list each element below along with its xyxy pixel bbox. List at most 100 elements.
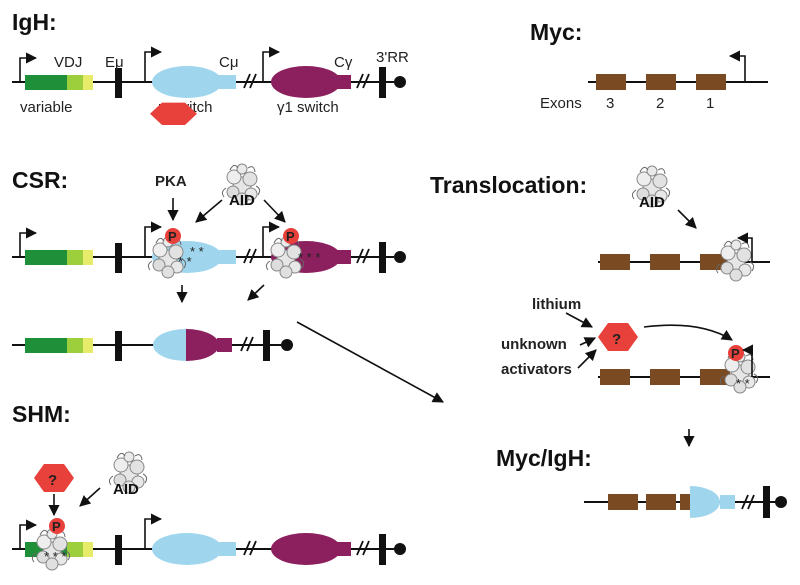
unknown-factor-hexagon xyxy=(598,323,638,351)
break-mark xyxy=(249,540,257,556)
3rr-bar xyxy=(379,242,386,273)
promoter-arrow-icon xyxy=(262,46,281,82)
telomere-dot xyxy=(394,251,406,263)
break-mark xyxy=(356,540,364,556)
myc-igh-title: Myc/IgH: xyxy=(496,445,592,471)
promoter-arrow-icon xyxy=(144,46,163,82)
cmu-exon xyxy=(720,495,735,509)
3rr-bar xyxy=(379,534,386,565)
3rr-bar xyxy=(379,67,386,98)
promoter-arrow-icon xyxy=(19,52,38,82)
exon-3-label: 3 xyxy=(606,95,614,112)
variable-segment-mid xyxy=(67,75,83,90)
lithium-arrow xyxy=(565,312,593,328)
break-mark xyxy=(240,336,248,352)
myc-promoter-arrow-icon xyxy=(736,232,753,262)
csr-arrow-diagonal xyxy=(247,284,265,301)
hybrid-switch-g1 xyxy=(186,329,219,361)
shm-panel: ? AID P * * * xyxy=(12,451,406,571)
variable-segment-dark xyxy=(25,338,67,353)
phospho-label: P xyxy=(286,229,295,244)
variable-segment-light xyxy=(83,75,93,90)
translocation-title: Translocation: xyxy=(430,172,587,198)
variable-segment-light xyxy=(83,250,93,265)
variable-segment-dark xyxy=(25,250,67,265)
variable-segment-light xyxy=(83,338,93,353)
promoter-arrow-icon xyxy=(19,227,38,257)
emu-label: Eμ xyxy=(105,54,124,71)
emu-enhancer-bar xyxy=(115,243,122,273)
myc-exon xyxy=(700,369,730,385)
telomere-dot xyxy=(394,543,406,555)
promoter-arrow-icon xyxy=(262,221,281,257)
break-mark xyxy=(362,73,370,89)
aid-label: AID xyxy=(639,194,665,211)
unknown-factor-hexagon xyxy=(34,464,74,492)
3rr-label: 3'RR xyxy=(376,49,409,66)
myc-promoter-arrow-icon xyxy=(728,50,746,82)
pka-hexagon xyxy=(150,102,197,126)
myc-exon xyxy=(646,494,676,510)
cmu-label: Cμ xyxy=(219,54,238,71)
unknown-arrow xyxy=(579,337,597,348)
aid-arrow xyxy=(677,209,697,229)
phospho-label: P xyxy=(731,346,740,361)
variable-segment-mid xyxy=(67,338,83,353)
myc-exon xyxy=(608,494,638,510)
csr-title: CSR: xyxy=(12,167,68,193)
myc-exon-2 xyxy=(646,74,676,90)
hybrid-switch-mu xyxy=(153,329,186,361)
promoter-arrow-icon xyxy=(144,513,163,549)
myc-locus: Exons 3 2 1 xyxy=(540,50,768,112)
activators-label: activators xyxy=(501,361,572,378)
myc-exon xyxy=(600,254,630,270)
translocation-arrow xyxy=(296,321,444,403)
mutation-star: * * xyxy=(178,254,192,269)
break-mark xyxy=(362,248,370,264)
promoter-arrow-icon xyxy=(144,221,163,257)
lithium-label: lithium xyxy=(532,296,581,313)
phospho-label: P xyxy=(168,229,177,244)
phospho-label: P xyxy=(52,519,61,534)
myc-exon-3 xyxy=(596,74,626,90)
unknown-factor-label: ? xyxy=(48,472,57,489)
g1-switch-label: γ1 switch xyxy=(277,99,339,116)
unknown-label: unknown xyxy=(501,336,567,353)
break-mark xyxy=(243,73,251,89)
csr-panel: PKA AID P * * * * P * * * xyxy=(12,102,444,403)
break-mark xyxy=(249,73,257,89)
cgamma-exon xyxy=(336,75,351,89)
cgamma-exon xyxy=(336,542,351,556)
exons-label: Exons xyxy=(540,95,582,112)
emu-enhancer-bar xyxy=(115,68,122,98)
mutation-star: * * xyxy=(190,244,204,259)
myc-title: Myc: xyxy=(530,19,582,45)
activation-arrow xyxy=(643,324,733,341)
exon-2-label: 2 xyxy=(656,95,664,112)
promoter-arrow-icon xyxy=(19,519,38,549)
mu-switch-region xyxy=(152,533,222,565)
pka-label: PKA xyxy=(155,173,187,190)
myc-promoter-arrow-icon xyxy=(741,344,754,377)
vdj-label: VDJ xyxy=(54,54,82,71)
emu-enhancer-bar xyxy=(115,331,122,361)
myc-igh-fusion xyxy=(584,486,787,518)
variable-segment-mid xyxy=(67,250,83,265)
unknown-factor-label: ? xyxy=(612,331,621,348)
myc-exon-partial xyxy=(680,494,690,510)
emu-enhancer-bar xyxy=(115,535,122,565)
aid-arrow-right xyxy=(263,199,286,223)
activators-arrow xyxy=(577,349,597,369)
break-mark xyxy=(246,336,254,352)
cmu-exon xyxy=(219,542,236,556)
aid-arrow-left xyxy=(195,199,223,223)
break-mark xyxy=(243,248,251,264)
exon-1-label: 1 xyxy=(706,95,714,112)
myc-exon xyxy=(650,369,680,385)
cmu-exon xyxy=(219,250,236,264)
phospho-badge xyxy=(165,228,181,244)
mu-switch-region xyxy=(152,66,222,98)
aid-label: AID xyxy=(113,481,139,498)
aid-label: AID xyxy=(229,192,255,209)
